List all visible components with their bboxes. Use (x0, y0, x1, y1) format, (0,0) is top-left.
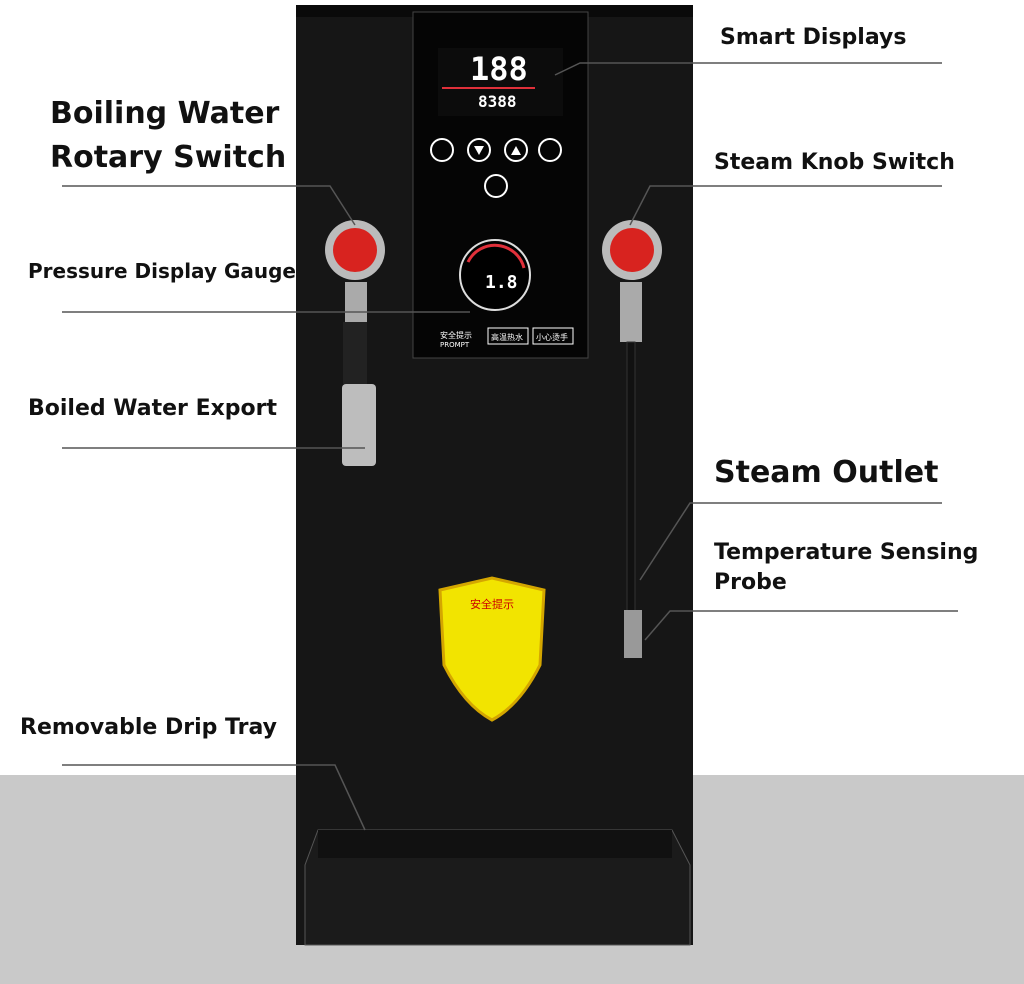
label-steam-outlet: Steam Outlet (714, 455, 939, 490)
shield-title: 安全提示 (470, 597, 514, 611)
badge-hot-water: 高温热水 (491, 332, 523, 342)
down-button[interactable] (467, 138, 491, 162)
secondary-readout: 8388 (478, 92, 517, 111)
up-arrow-icon (511, 146, 521, 155)
badge-caution: 小心烫手 (536, 332, 568, 342)
prompt-en: PROMPT (440, 341, 470, 349)
label-boiled-water-export: Boiled Water Export (28, 396, 278, 421)
boiled-water-spout (342, 384, 376, 466)
steam-wand (626, 341, 636, 613)
temperature-readout: 188 (470, 50, 528, 88)
settings-button[interactable] (538, 138, 562, 162)
down-arrow-icon (474, 146, 484, 155)
label-boiling-water-line2: Rotary Switch (50, 140, 287, 175)
pressure-readout: 1.8 (485, 272, 518, 293)
label-pressure-gauge: Pressure Display Gauge (28, 259, 296, 283)
up-button[interactable] (504, 138, 528, 162)
label-boiling-water-line1: Boiling Water (50, 96, 280, 131)
temperature-probe (624, 610, 642, 658)
label-temperature-probe-line2: Probe (714, 570, 787, 595)
power-button[interactable] (484, 174, 508, 198)
warning-shield (438, 576, 546, 722)
label-steam-knob-switch: Steam Knob Switch (714, 150, 955, 175)
label-drip-tray: Removable Drip Tray (20, 715, 277, 740)
pressure-gauge (459, 239, 531, 311)
label-temperature-probe-line1: Temperature Sensing (714, 540, 979, 565)
prompt-cn: 安全提示 (440, 330, 472, 340)
label-smart-displays: Smart Displays (720, 25, 907, 50)
timer-button[interactable] (430, 138, 454, 162)
